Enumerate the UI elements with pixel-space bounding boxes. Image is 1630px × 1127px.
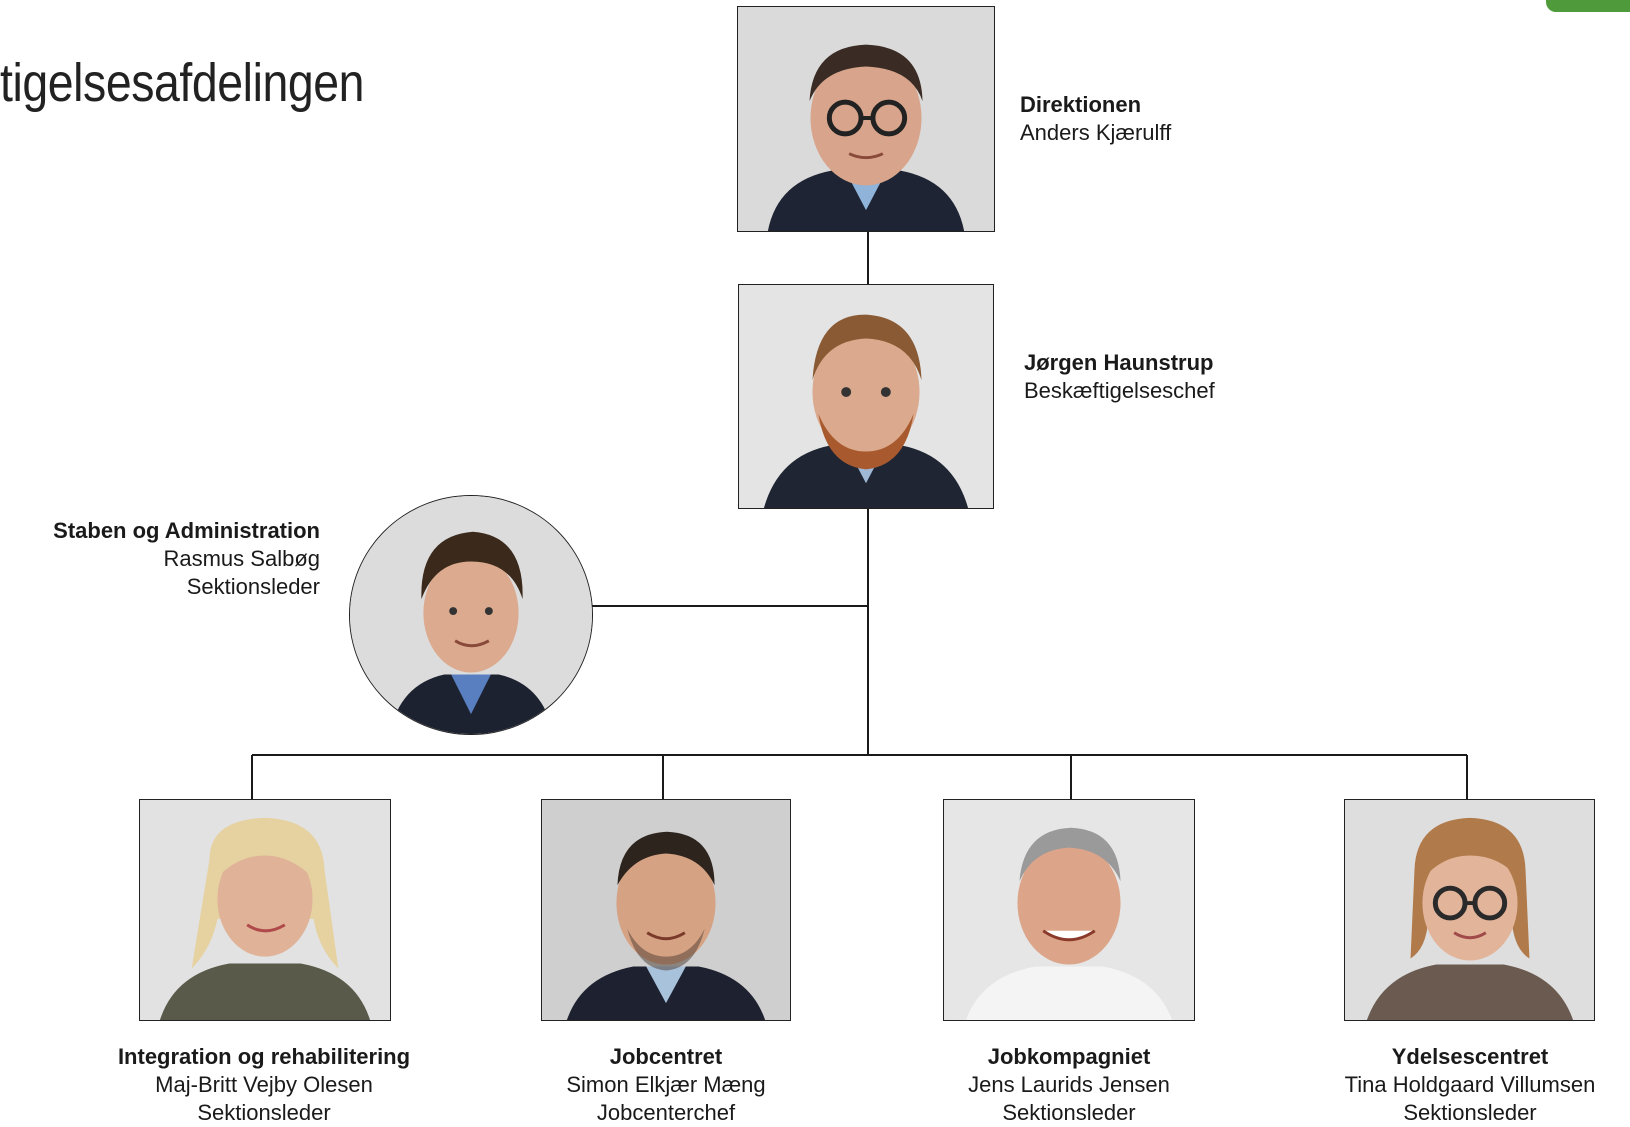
section-name-1: Maj-Britt Vejby Olesen	[155, 1072, 373, 1097]
director-photo	[737, 6, 995, 232]
section-role-3: Sektionsleder	[1002, 1100, 1136, 1125]
section-label-2: Jobcentret Simon Elkjær Mæng Jobcenterch…	[566, 1043, 765, 1127]
page-title: tigelsesafdelingen	[0, 53, 365, 113]
section-name-2: Simon Elkjær Mæng	[566, 1072, 766, 1097]
person-portrait-icon	[350, 496, 592, 734]
section-name-3: Jens Laurids Jensen	[968, 1072, 1170, 1097]
staff-photo	[349, 495, 593, 735]
section-unit-1: Integration og rehabilitering	[117, 1044, 411, 1069]
person-portrait-icon	[140, 800, 390, 1020]
section-photo-3	[943, 799, 1195, 1021]
section-unit-3: Jobkompagniet	[987, 1044, 1151, 1069]
chief-name: Jørgen Haunstrup	[1024, 350, 1214, 375]
director-label: Direktionen Anders Kjærulff	[1020, 91, 1171, 147]
section-label-4: Ydelsescentret Tina Holdgaard Villumsen …	[1345, 1043, 1596, 1127]
section-photo-4	[1344, 799, 1595, 1021]
chief-photo	[738, 284, 994, 509]
chief-label: Jørgen Haunstrup Beskæftigelseschef	[1024, 349, 1215, 405]
person-portrait-icon	[944, 800, 1194, 1020]
person-portrait-icon	[739, 285, 993, 508]
person-portrait-icon	[1345, 800, 1594, 1020]
section-name-4: Tina Holdgaard Villumsen	[1344, 1072, 1596, 1097]
person-portrait-icon	[542, 800, 790, 1020]
staff-role: Sektionsleder	[186, 574, 320, 599]
director-unit: Direktionen	[1020, 92, 1142, 117]
staff-label: Staben og Administration Rasmus Salbøg S…	[53, 517, 320, 601]
section-unit-2: Jobcentret	[609, 1044, 723, 1069]
section-label-1: Integration og rehabilitering Maj-Britt …	[118, 1043, 410, 1127]
person-portrait-icon	[738, 7, 994, 231]
director-name: Anders Kjærulff	[1020, 120, 1172, 145]
section-photo-1	[139, 799, 391, 1021]
staff-name: Rasmus Salbøg	[163, 546, 320, 571]
section-unit-4: Ydelsescentret	[1391, 1044, 1549, 1069]
staff-unit: Staben og Administration	[53, 518, 320, 543]
section-photo-2	[541, 799, 791, 1021]
section-role-4: Sektionsleder	[1403, 1100, 1537, 1125]
chief-role: Beskæftigelseschef	[1024, 378, 1215, 403]
green-corner-tab	[1546, 0, 1630, 12]
section-label-3: Jobkompagniet Jens Laurids Jensen Sektio…	[968, 1043, 1170, 1127]
section-role-1: Sektionsleder	[197, 1100, 331, 1125]
section-role-2: Jobcenterchef	[596, 1100, 736, 1125]
